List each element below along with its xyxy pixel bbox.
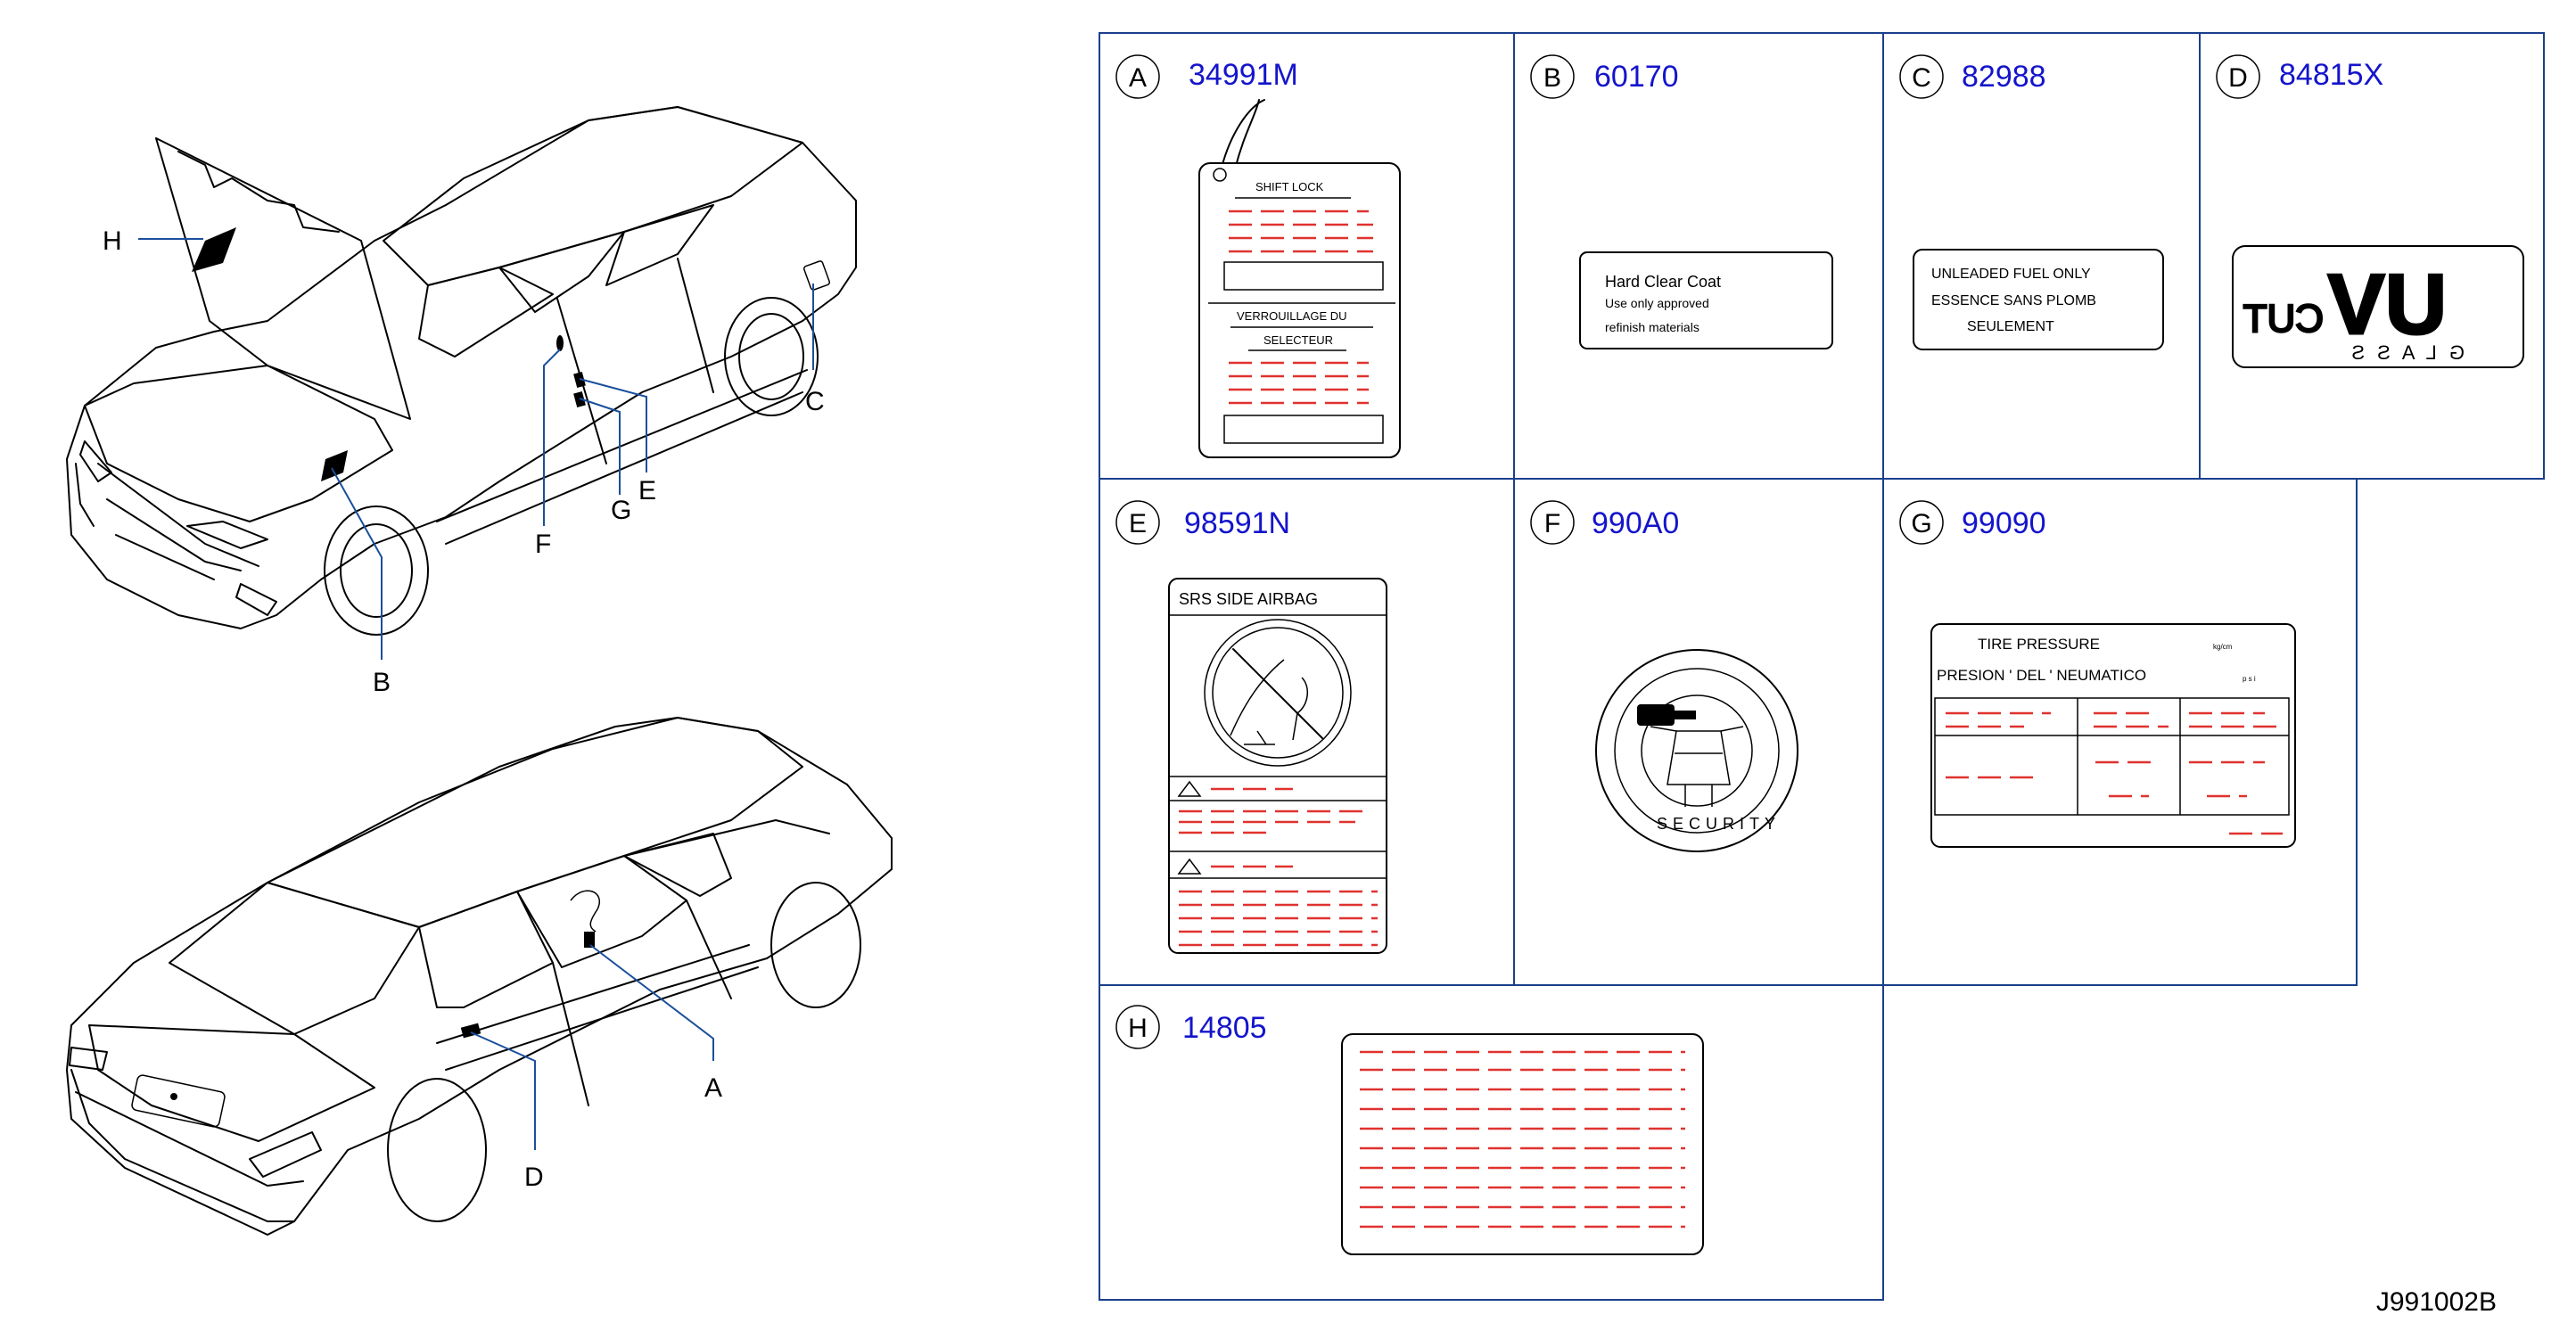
upper-callout-leaders [138, 238, 814, 660]
label-f-security-sticker: SECURITY [1595, 649, 1798, 852]
part-number-f: 990A0 [1592, 506, 1679, 540]
svg-text:Hard Clear Coat: Hard Clear Coat [1605, 273, 1721, 291]
callout-g: G [611, 496, 631, 525]
callout-d: D [524, 1163, 544, 1192]
callout-h: H [103, 226, 122, 256]
label-e-srs-side-airbag: SRS SIDE AIRBAG [1168, 578, 1387, 954]
label-c-unleaded-fuel: UNLEADED FUEL ONLY ESSENCE SANS PLOMB SE… [1913, 249, 2164, 350]
part-number-a: 34991M [1189, 58, 1298, 92]
panel-e-header: E 98591N [1115, 500, 1290, 545]
rear-car-illustration [66, 717, 893, 1236]
uv-mark: UV [2328, 257, 2447, 352]
svg-text:A: A [1129, 63, 1147, 93]
svg-text:refinish materials: refinish materials [1605, 320, 1700, 334]
callout-letters: H B C E G F A D [103, 226, 825, 1192]
svg-text:H: H [1128, 1014, 1148, 1043]
svg-text:D: D [2228, 63, 2248, 93]
svg-text:kg/cm: kg/cm [2213, 643, 2233, 651]
panel-c-header: C 82988 [1899, 54, 2046, 99]
svg-text:C: C [1912, 63, 1931, 93]
svg-text:G: G [1911, 509, 1931, 538]
part-number-h: 14805 [1182, 1011, 1267, 1045]
label-h-text-panel [1341, 1033, 1704, 1255]
front-car-illustration [66, 106, 857, 636]
callout-b: B [373, 668, 391, 697]
svg-text:SRS SIDE AIRBAG: SRS SIDE AIRBAG [1179, 590, 1318, 608]
label-a-shift-lock-tag: SHIFT LOCK VERROUILLAGE DU SELECTEUR [1198, 99, 1401, 458]
svg-text:SHIFT LOCK: SHIFT LOCK [1255, 180, 1324, 193]
label-d-uv-cut-glass: UV CUT G L A S S [2232, 245, 2524, 368]
svg-text:F: F [1544, 509, 1560, 538]
panel-grid [1099, 32, 2545, 1301]
cut-mark: CUT [2243, 297, 2324, 341]
label-g-tire-pressure: TIRE PRESSURE kg/cm PRESION ' DEL ' NEUM… [1930, 623, 2296, 848]
panel-d-header: D 84815X [2216, 54, 2383, 99]
svg-text:Use only approved: Use only approved [1605, 296, 1709, 310]
glass-mark: G L A S S [2348, 341, 2465, 364]
callout-a: A [704, 1073, 722, 1103]
lower-callout-leaders [470, 944, 714, 1150]
part-number-g: 99090 [1962, 506, 2046, 540]
svg-text:TIRE PRESSURE: TIRE PRESSURE [1978, 636, 2100, 653]
part-number-d: 84815X [2279, 58, 2383, 92]
part-number-c: 82988 [1962, 60, 2046, 94]
panel-g-header: G 99090 [1899, 500, 2046, 545]
callout-c: C [805, 387, 825, 416]
drawing-code: J991002B [2376, 1287, 2497, 1317]
panel-a-header: A 34991M [1115, 54, 1298, 99]
svg-text:B: B [1543, 63, 1561, 93]
security-ring-text: SECURITY [1657, 815, 1781, 833]
svg-text:SELECTEUR: SELECTEUR [1263, 333, 1333, 347]
svg-text:E: E [1129, 509, 1147, 538]
panel-h-header: H 14805 [1115, 1005, 1267, 1049]
label-b-clear-coat: Hard Clear Coat Use only approved refini… [1579, 251, 1833, 349]
part-number-e: 98591N [1184, 506, 1290, 540]
callout-e: E [638, 476, 656, 505]
panel-f-header: F 990A0 [1530, 500, 1679, 545]
svg-text:VERROUILLAGE DU: VERROUILLAGE DU [1237, 309, 1347, 323]
svg-text:p s i: p s i [2243, 675, 2256, 683]
svg-text:UNLEADED FUEL ONLY: UNLEADED FUEL ONLY [1931, 267, 2091, 282]
part-number-b: 60170 [1594, 60, 1679, 94]
svg-text:SEULEMENT: SEULEMENT [1967, 319, 2054, 334]
svg-text:PRESION ' DEL ' NEUMATICO: PRESION ' DEL ' NEUMATICO [1937, 667, 2146, 684]
panel-b-header: B 60170 [1530, 54, 1679, 99]
callout-f: F [535, 530, 551, 559]
svg-text:ESSENCE SANS PLOMB: ESSENCE SANS PLOMB [1931, 293, 2096, 308]
